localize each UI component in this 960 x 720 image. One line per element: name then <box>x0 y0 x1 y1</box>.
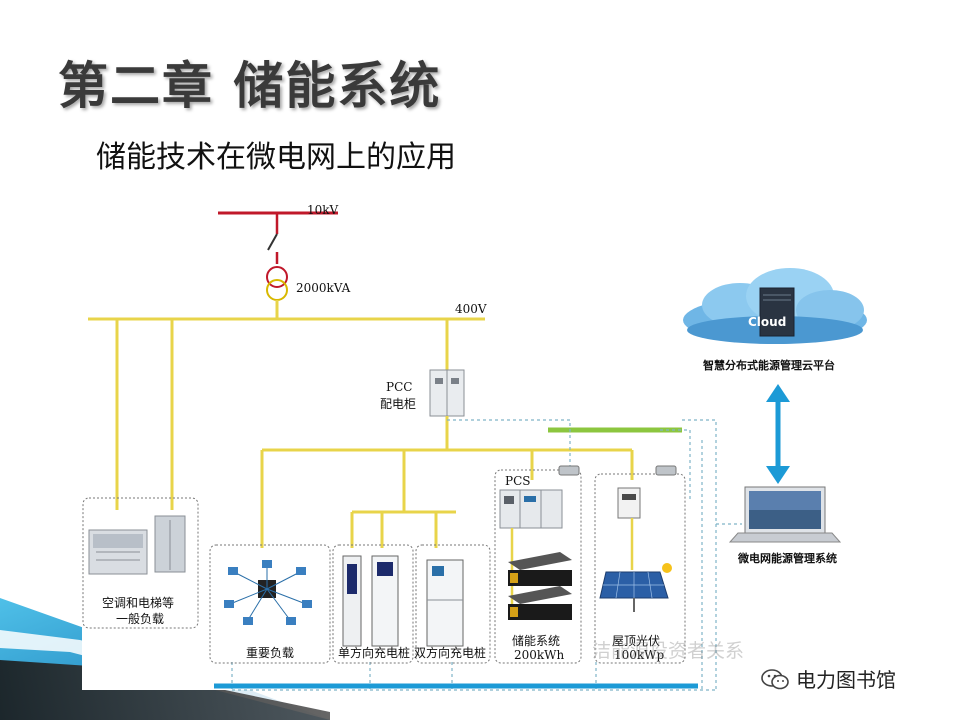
pcs-label: PCS <box>505 474 531 488</box>
wechat-icon <box>761 668 789 689</box>
important-load-label: 重要负载 <box>246 646 295 660</box>
unidirectional-charger-icon <box>342 555 399 647</box>
transformer-label: 2000kVA <box>296 281 351 295</box>
camera-icon <box>558 465 677 476</box>
slide-title: 第二章 储能系统 <box>58 57 442 115</box>
watermark: 洁能源投资者关系 <box>592 640 745 662</box>
bidirectional-charger-icon <box>426 559 464 647</box>
bidirectional-charger-label: 双方向充电桩 <box>414 646 487 660</box>
pcs-cabinet-icon <box>499 489 563 529</box>
storage-label-1: 储能系统 <box>512 634 561 648</box>
cloud-label: Cloud <box>748 315 787 329</box>
bus-voltage-label: 400V <box>455 302 487 316</box>
laptop-icon <box>728 486 842 543</box>
server-icon <box>759 287 795 337</box>
comm-arrow <box>766 384 790 484</box>
storage-label-2: 200kWh <box>514 648 565 662</box>
elevator-icon <box>154 515 186 573</box>
pv-inverter-icon <box>617 487 641 519</box>
group-boxes <box>82 469 686 664</box>
transformer-primary <box>266 266 288 288</box>
cloud-icon <box>683 268 867 344</box>
general-load-label-2: 一般负载 <box>116 612 165 626</box>
pv-label-1: 屋顶光伏 <box>612 634 661 648</box>
slide-subtitle: 储能技术在微电网上的应用 <box>96 140 456 175</box>
pcc-cabinet <box>429 369 465 417</box>
ems-label: 微电网能源管理系统 <box>738 552 837 565</box>
unidirectional-charger-label: 单方向充电桩 <box>338 646 411 660</box>
pcc-label: PCC <box>386 380 413 394</box>
brand-name: 电力图书馆 <box>796 668 896 692</box>
important-load-icon <box>224 560 312 625</box>
breaker-switch <box>267 233 278 251</box>
pv-label-2: 100kWp <box>614 648 665 662</box>
hvac-unit-icon <box>88 529 148 575</box>
pcc-cabinet-label: 配电柜 <box>380 397 417 411</box>
solar-panel-icon <box>599 563 672 612</box>
battery-rack-icon <box>508 552 572 620</box>
grid-voltage-label: 10kV <box>307 203 339 217</box>
cloud-platform-label: 智慧分布式能源管理云平台 <box>703 359 835 372</box>
comm-lines <box>231 419 742 691</box>
diagram-background <box>82 196 722 690</box>
general-load-label-1: 空调和电梯等 <box>102 596 175 610</box>
brand: 电力图书馆 <box>760 664 896 693</box>
